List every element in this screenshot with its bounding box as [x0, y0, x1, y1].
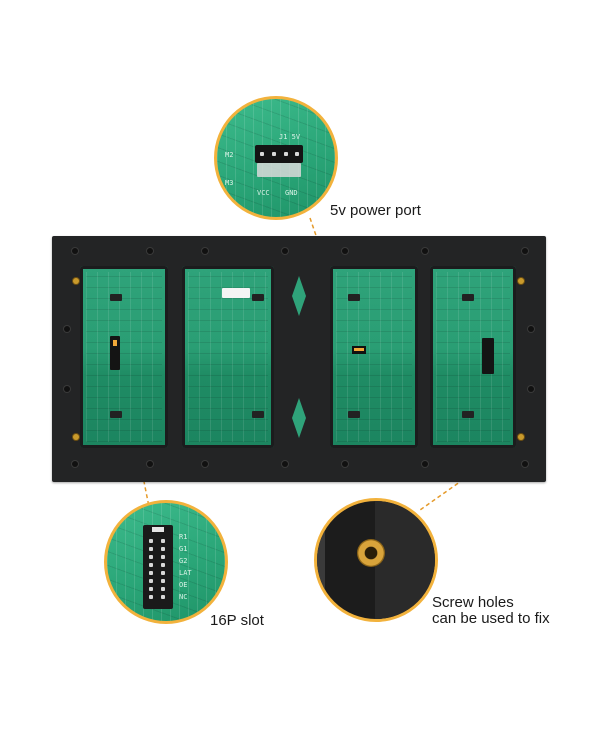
silk-pin-label: NC: [179, 593, 188, 601]
power-connector: [255, 145, 303, 163]
slot-16p-label: 16P slot: [210, 612, 264, 629]
silk-pin-label: R1: [179, 533, 188, 541]
frame-diamond-top: [292, 276, 306, 316]
led-module-2: [182, 266, 274, 448]
silk-pin-label: OE: [179, 581, 188, 589]
module-sticker: [222, 288, 250, 298]
screw-hole-top-left: [73, 278, 79, 284]
slot-connector-small: [110, 336, 120, 370]
led-module-1: [80, 266, 168, 448]
silk-j1-5v: J1 5V: [279, 133, 301, 141]
slot-connector-right: [482, 338, 494, 374]
led-module-4: [430, 266, 516, 448]
silk-pin-label: G1: [179, 545, 188, 553]
screw-hole-bottom-left: [73, 434, 79, 440]
16p-connector: [143, 525, 173, 609]
silk-pin-label: G2: [179, 557, 188, 565]
silk-m3: M3: [225, 179, 234, 187]
silk-gnd: GND: [285, 189, 298, 197]
screw-holes-label-line1: Screw holes: [432, 594, 514, 611]
silk-vcc: VCC: [257, 189, 270, 197]
screw-hole-bottom-right: [518, 434, 524, 440]
screw-holes-label-line2: can be used to fix: [432, 610, 550, 627]
led-module-3: [330, 266, 418, 448]
screw-hole-top-right: [518, 278, 524, 284]
led-panel-board: [52, 236, 546, 482]
power-port-label: 5v power port: [330, 202, 421, 219]
zoom-screw-hole: [314, 498, 438, 622]
zoom-power-port: J1 5V M2 M3 VCC GND: [214, 96, 338, 220]
silk-pin-label: LAT: [179, 569, 192, 577]
screw-hole-brass: [357, 539, 385, 567]
silk-m2: M2: [225, 151, 234, 159]
frame-diamond-bottom: [292, 398, 306, 438]
zoom-16p-slot: R1 G1 G2 LAT OE NC: [104, 500, 228, 624]
